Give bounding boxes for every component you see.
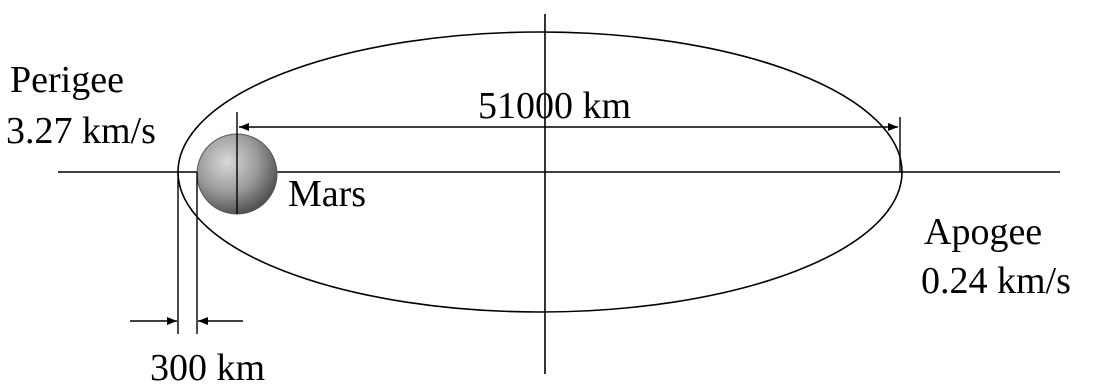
mars-label: Mars — [288, 173, 366, 215]
apogee-label: Apogee — [924, 211, 1042, 253]
altitude-label: 300 km — [150, 347, 265, 389]
major-axis-label: 51000 km — [478, 85, 631, 127]
perigee-speed-label: 3.27 km/s — [6, 110, 156, 152]
perigee-label: Perigee — [10, 59, 124, 101]
apogee-speed-label: 0.24 km/s — [921, 260, 1071, 302]
